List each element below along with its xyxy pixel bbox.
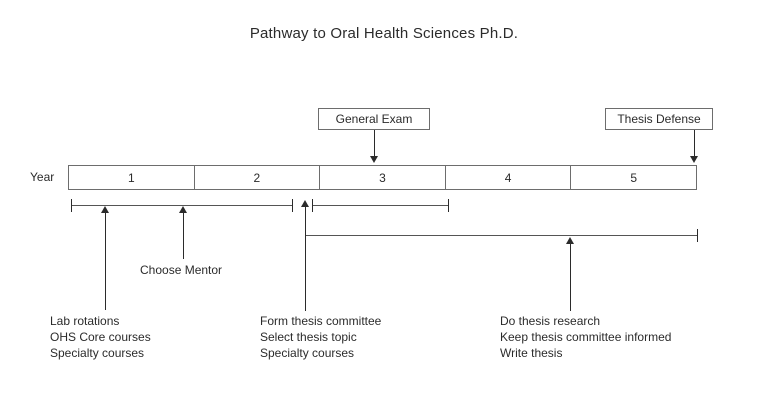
- note-block-early-phase: Lab rotations OHS Core courses Specialty…: [50, 313, 151, 361]
- arrow-up-icon-choose-mentor: [179, 206, 187, 213]
- connector-committee-phase: [305, 206, 306, 311]
- span-tick-committee-phase-end: [448, 199, 449, 212]
- timeline-cell-year-4: 4: [446, 166, 572, 189]
- note-line: Specialty courses: [50, 346, 145, 360]
- note-line: Do thesis research: [500, 314, 601, 328]
- note-block-committee-phase: Form thesis committee Select thesis topi…: [260, 313, 381, 361]
- timeline-cell-year-1: 1: [69, 166, 195, 189]
- note-line: OHS Core courses: [50, 330, 151, 344]
- span-tick-early-phase-end: [292, 199, 293, 212]
- arrow-up-icon-early-phase: [101, 206, 109, 213]
- connector-choose-mentor: [183, 212, 184, 259]
- note-block-research-phase: Do thesis research Keep thesis committee…: [500, 313, 671, 361]
- arrow-up-icon-research-phase: [566, 237, 574, 244]
- timeline-cell-label-5: 5: [630, 170, 638, 185]
- milestone-box-general-exam: General Exam: [318, 108, 430, 130]
- timeline-cell-label-3: 3: [379, 170, 386, 185]
- span-tick-early-phase-start: [71, 199, 72, 212]
- span-line-research-phase: [305, 235, 698, 236]
- milestone-box-thesis-defense: Thesis Defense: [605, 108, 713, 130]
- arrow-up-icon-committee-phase: [301, 200, 309, 207]
- connector-research-phase: [570, 243, 571, 311]
- arrow-down-icon-thesis-defense: [690, 156, 698, 163]
- note-line: Keep thesis committee informed: [500, 330, 672, 344]
- timeline-cell-label-4: 4: [504, 170, 512, 185]
- note-line: Lab rotations: [50, 314, 120, 328]
- milestone-label-general-exam: General Exam: [335, 112, 413, 126]
- arrow-down-icon-general-exam: [370, 156, 378, 163]
- timeline-cell-year-3: 3: [320, 166, 446, 189]
- connector-general-exam: [374, 130, 375, 158]
- note-line: Form thesis committee: [260, 314, 382, 328]
- note-line: Specialty courses: [260, 346, 355, 360]
- page-title: Pathway to Oral Health Sciences Ph.D.: [249, 25, 519, 42]
- timeline-cell-label-2: 2: [253, 170, 261, 185]
- milestone-label-thesis-defense: Thesis Defense: [617, 112, 701, 126]
- timeline-cell-label-1: 1: [127, 170, 135, 185]
- span-line-committee-phase: [312, 205, 448, 206]
- axis-label-year: Year: [30, 170, 55, 184]
- timeline-bar: 1 2 3 4 5: [68, 165, 697, 190]
- timeline-cell-year-5: 5: [571, 166, 696, 189]
- span-line-early-phase: [71, 205, 293, 206]
- span-tick-committee-phase-start: [312, 199, 313, 212]
- timeline-cell-year-2: 2: [195, 166, 321, 189]
- connector-thesis-defense: [694, 130, 695, 158]
- note-line: Write thesis: [500, 346, 563, 360]
- connector-early-phase: [105, 212, 106, 310]
- note-line: Select thesis topic: [260, 330, 357, 344]
- span-tick-research-phase-end: [697, 229, 698, 242]
- inline-label-choose-mentor: Choose Mentor: [140, 263, 223, 277]
